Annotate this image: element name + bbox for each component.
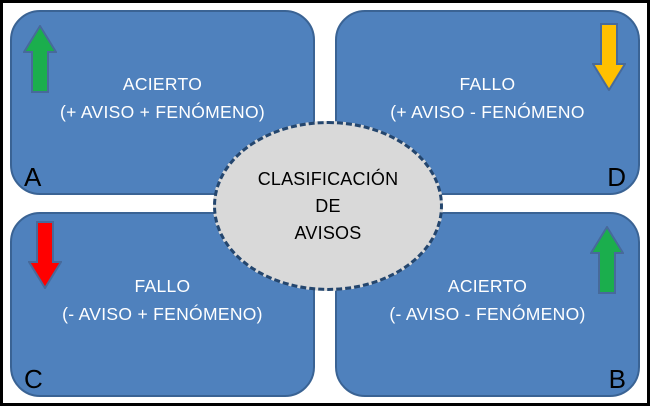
down-arrow-icon (592, 23, 626, 91)
quadrant-a-subtitle: (+ AVISO + FENÓMENO) (59, 102, 266, 122)
center-ellipse: CLASIFICACIÓN DE AVISOS (213, 121, 443, 291)
center-title-line-3: AVISOS (294, 222, 362, 243)
quadrant-d-text: FALLO (+ AVISO - FENÓMENO (337, 70, 638, 126)
quadrant-a-text: ACIERTO (+ AVISO + FENÓMENO) (12, 70, 313, 126)
quadrant-b-subtitle: (- AVISO - FENÓMENO) (389, 304, 586, 324)
quadrant-b-letter: B (608, 364, 626, 394)
quadrant-c-subtitle: (- AVISO + FENÓMENO) (62, 304, 263, 324)
quadrant-b-text: ACIERTO (- AVISO - FENÓMENO) (337, 272, 638, 328)
up-arrow-icon (590, 226, 624, 294)
down-arrow-icon (28, 221, 62, 289)
quadrant-d-title: FALLO (459, 74, 516, 94)
quadrant-c-text: FALLO (- AVISO + FENÓMENO) (12, 272, 313, 328)
quadrant-d-subtitle: (+ AVISO - FENÓMENO (390, 102, 585, 122)
quadrant-a: ACIERTO (+ AVISO + FENÓMENO) A (10, 10, 315, 195)
center-title-line-1: CLASIFICACIÓN (257, 168, 399, 189)
quadrant-c-title: FALLO (134, 276, 191, 296)
center-title-line-2: DE (315, 195, 341, 216)
quadrant-a-title: ACIERTO (122, 74, 203, 94)
quadrant-a-letter: A (24, 162, 42, 192)
quadrant-d-letter: D (607, 162, 626, 192)
up-arrow-icon (23, 25, 57, 93)
quadrant-c-letter: C (24, 364, 43, 394)
quadrant-b: ACIERTO (- AVISO - FENÓMENO) B (335, 212, 640, 397)
quadrant-b-title: ACIERTO (447, 276, 528, 296)
